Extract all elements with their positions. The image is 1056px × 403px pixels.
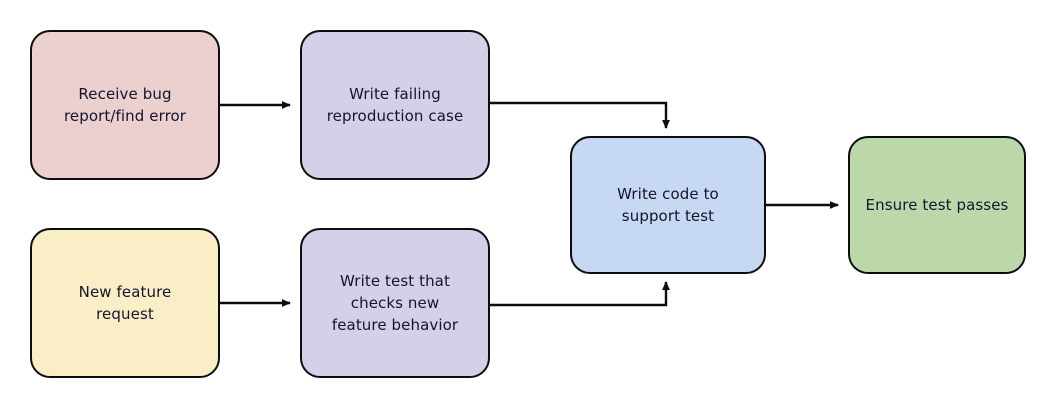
node-new-feature-request[interactable]: New feature request — [30, 228, 220, 378]
node-receive-bug-report[interactable]: Receive bug report/find error — [30, 30, 220, 180]
node-write-test-checks-new-feature[interactable]: Write test that checks new feature behav… — [300, 228, 490, 378]
node-label-write-test-checks-new-feature: Write test that checks new feature behav… — [331, 272, 459, 334]
node-label-ensure-test-passes: Ensure test passes — [865, 196, 1009, 214]
node-write-failing-reproduction-case[interactable]: Write failing reproduction case — [300, 30, 490, 180]
connector-test-to-code — [490, 281, 670, 307]
node-label-new-feature-request: New feature request — [78, 283, 172, 323]
connector-failing-to-code — [490, 101, 670, 129]
node-ensure-test-passes[interactable]: Ensure test passes — [848, 136, 1026, 274]
node-label-write-failing-reproduction-case: Write failing reproduction case — [326, 85, 464, 125]
node-write-code-to-support-test[interactable]: Write code to support test — [570, 136, 766, 274]
node-label-receive-bug-report: Receive bug report/find error — [63, 85, 187, 125]
node-label-write-code-to-support-test: Write code to support test — [617, 185, 719, 225]
